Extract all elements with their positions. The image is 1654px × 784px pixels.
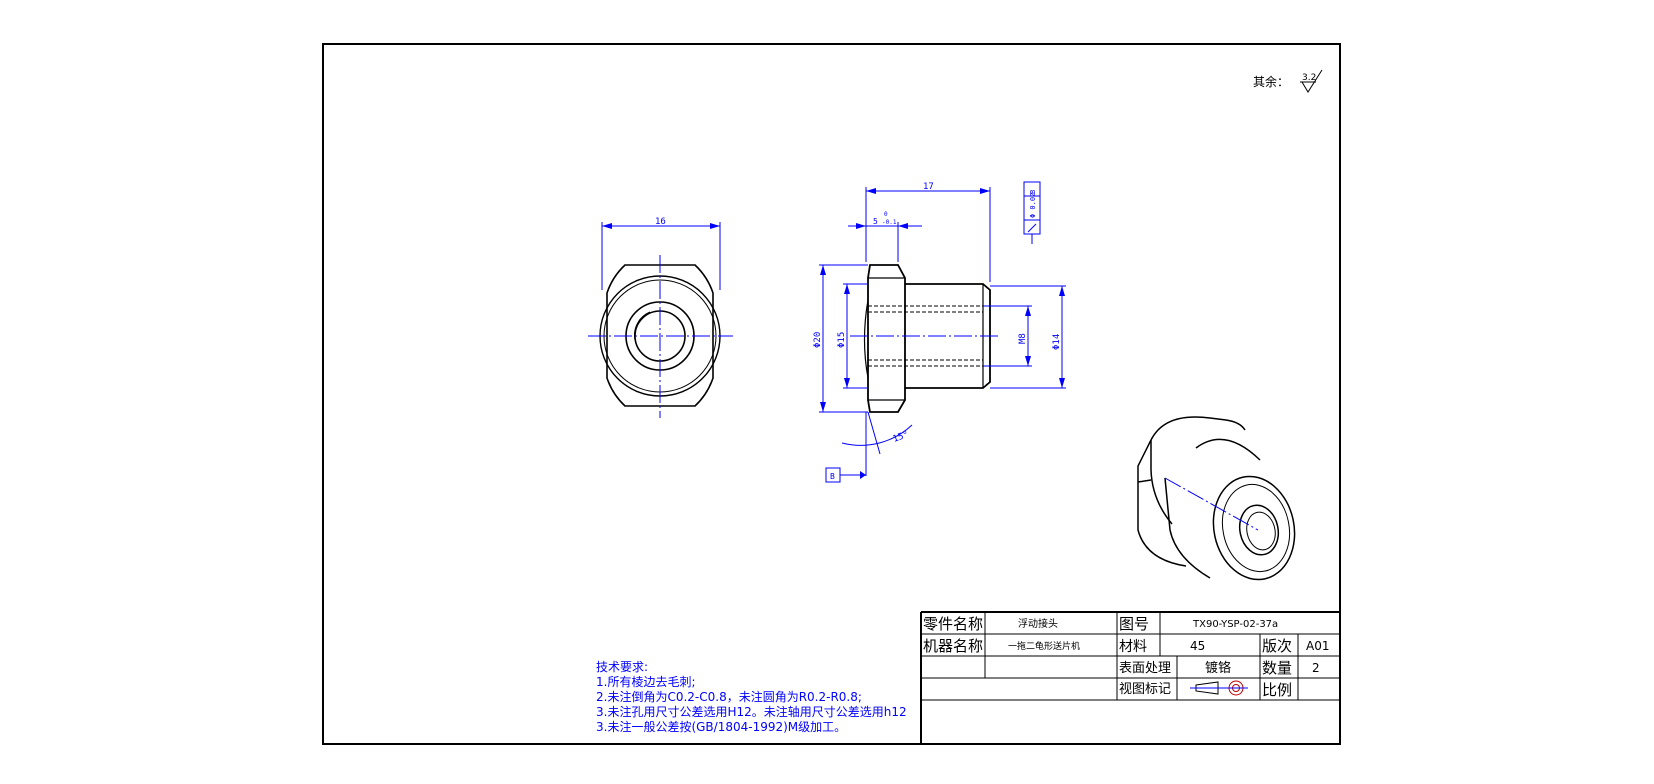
- tech-req-item: 3.未注一般公差按(GB/1804-1992)M级加工。: [596, 719, 846, 734]
- runout-tolerance-frame: B Φ 0.02: [1023, 181, 1041, 244]
- tb-surface-treatment: 镀铬: [1205, 660, 1231, 676]
- dim-text-17: 17: [923, 182, 934, 192]
- tb-machine-name: 一拖二龟形送片机: [1008, 640, 1080, 652]
- tb-revision-label: 版次: [1262, 637, 1292, 655]
- tech-req-item: 3.未注孔用尺寸公差选用H12。未注轴用尺寸公差选用h12: [596, 704, 907, 719]
- angle-arc: [841, 424, 913, 446]
- tb-drawing-no: TX90-YSP-02-37a: [1192, 619, 1278, 630]
- surface-finish-value: 3.2: [1302, 73, 1316, 83]
- tb-surface-treatment-label: 表面处理: [1119, 661, 1171, 676]
- side-view: 17 5 0 -0.1 Φ20 Φ15 M8 Φ14: [813, 181, 1066, 483]
- dim-tol-lower: -0.1: [882, 219, 897, 226]
- roughness-symbol-icon: [1300, 69, 1323, 93]
- datum-b-marker-icon: [860, 471, 866, 479]
- iso-bore-inner: [1246, 511, 1276, 551]
- tb-material-label: 材料: [1119, 639, 1147, 655]
- datum-b-text: B: [830, 472, 835, 481]
- iso-shank-left: [1164, 477, 1211, 579]
- tolerance-datum-text: B: [1029, 190, 1037, 194]
- projection-symbol-icon: [1190, 680, 1248, 696]
- angle-text: 15°: [892, 430, 911, 445]
- surface-finish-note: 其余： 3.2: [1253, 69, 1323, 93]
- iso-flange-flat: [1137, 479, 1152, 483]
- title-block: [920, 611, 1340, 744]
- surface-finish-label: 其余：: [1253, 74, 1289, 89]
- tb-machine-name-label: 机器名称: [923, 637, 983, 655]
- iso-centerline: [1164, 477, 1259, 531]
- tb-quantity: 2: [1312, 661, 1320, 675]
- dim-text-phi15: Φ15: [837, 332, 847, 348]
- angle-leader: [867, 411, 881, 455]
- dim-tol-upper: 0: [884, 211, 888, 218]
- technical-requirements: 技术要求: 1.所有棱边去毛刺; 2.未注倒角为C0.2-C0.8，未注圆角为R…: [596, 660, 907, 734]
- tb-quantity-label: 数量: [1262, 659, 1292, 677]
- dim-text-phi14: Φ14: [1052, 334, 1062, 350]
- title-block-text: 零件名称 浮动接头 图号 TX90-YSP-02-37a 机器名称 一拖二龟形送…: [923, 615, 1329, 699]
- dim-text-m8: M8: [1018, 333, 1028, 344]
- iso-flange-front: [1137, 439, 1187, 567]
- tb-revision: A01: [1306, 639, 1329, 653]
- tb-view-mark-label: 视图标记: [1119, 682, 1171, 697]
- dim-text-5: 5: [873, 217, 878, 226]
- tb-part-name: 浮动接头: [1018, 617, 1058, 630]
- side-flange-curve: [863, 299, 869, 379]
- tech-req-item: 2.未注倒角为C0.2-C0.8，未注圆角为R0.2-R0.8;: [596, 689, 862, 704]
- iso-shank-end: [1212, 475, 1296, 581]
- front-flat-outline: [606, 264, 714, 407]
- tb-drawing-no-label: 图号: [1119, 615, 1149, 633]
- tb-material: 45: [1190, 639, 1205, 653]
- sheet-frame: [322, 43, 1341, 745]
- tolerance-value-text: Φ 0.02: [1029, 193, 1037, 218]
- tb-scale-label: 比例: [1262, 681, 1292, 699]
- dim-text-16: 16: [655, 217, 666, 227]
- side-flange: [867, 264, 906, 413]
- tech-req-item: 1.所有棱边去毛刺;: [596, 674, 696, 689]
- tech-req-title: 技术要求:: [596, 660, 648, 674]
- front-thread-arc: [634, 311, 651, 341]
- front-view: 16: [588, 217, 733, 418]
- iso-shank-chamfer: [1221, 483, 1291, 573]
- iso-shank-top: [1195, 438, 1261, 461]
- iso-flange-top: [1150, 416, 1246, 441]
- iso-bore: [1238, 504, 1280, 556]
- tb-part-name-label: 零件名称: [923, 615, 983, 633]
- isometric-view: [1137, 416, 1296, 581]
- iso-flange-edge: [1150, 440, 1173, 525]
- runout-arrow-icon: [1027, 223, 1037, 233]
- dim-text-phi20: Φ20: [813, 332, 823, 348]
